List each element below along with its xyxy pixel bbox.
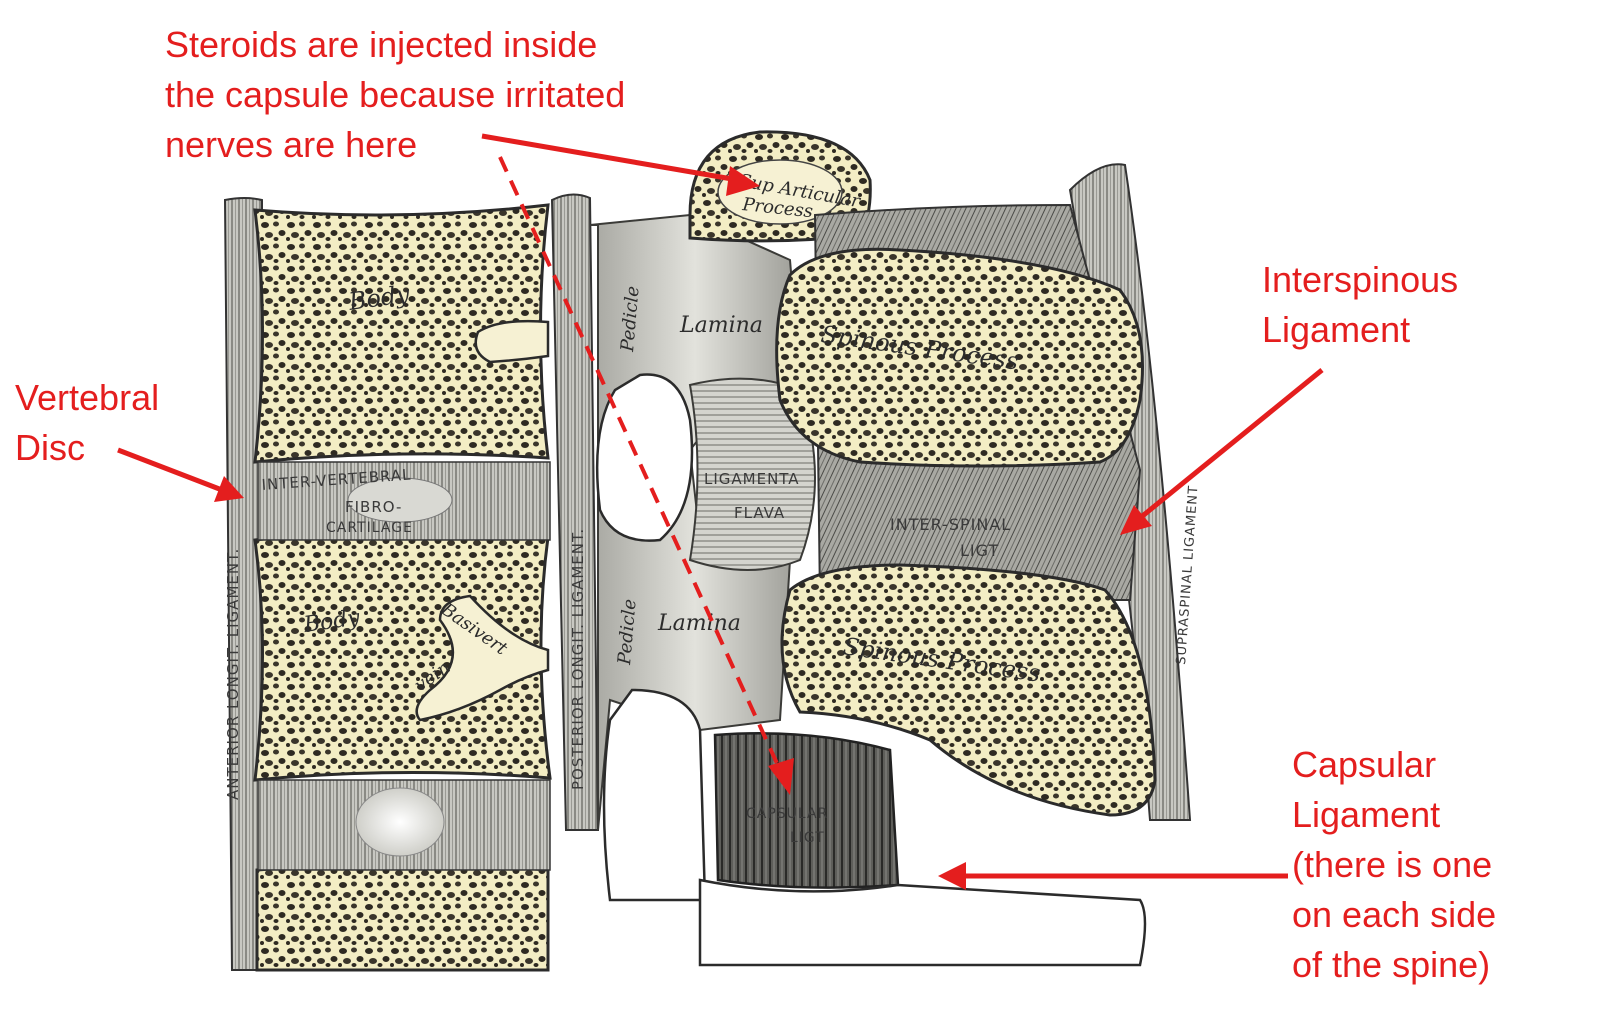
label-ligt: LIGT (960, 541, 999, 560)
annotation-interspinous-ligament: Interspinous Ligament (1262, 255, 1458, 355)
label-fibro: FIBRO- (345, 498, 402, 516)
annotation-vertebral-disc: Vertebral Disc (15, 373, 159, 473)
label-lamina-upper: Lamina (679, 313, 763, 338)
annotation-capsular-ligament: Capsular Ligament (there is one on each … (1292, 740, 1496, 990)
arrow-capsular-head (938, 862, 966, 890)
lower-articular-bone (700, 880, 1145, 965)
label-posterior-longit-ligament: POSTERIOR LONGIT. LIGAMENT. (569, 528, 587, 790)
label-cartilage: CARTILAGE (326, 520, 413, 536)
label-supraspinal-ligament: SUPRASPINAL LIGAMENT (1174, 485, 1202, 666)
intervertebral-foramen-lower (604, 690, 705, 900)
label-anterior-longit-ligament: ANTERIOR LONGIT. LIGAMENT. (224, 548, 242, 800)
label-inter-spinal: INTER-SPINAL (890, 515, 1011, 534)
label-flava: FLAVA (734, 504, 785, 522)
label-lamina-lower: Lamina (657, 611, 741, 636)
arrow-interspinous-line (1140, 370, 1322, 518)
label-capsular: CAPSULAR (746, 806, 828, 822)
basivertebral-notch-upper (476, 321, 548, 362)
disc-nucleus-lower (356, 788, 444, 856)
vertebral-body-bottom (257, 864, 548, 970)
annotation-steroids: Steroids are injected inside the capsule… (165, 20, 625, 170)
label-ligamenta: LIGAMENTA (704, 470, 800, 488)
label-capsular-ligt: LIGT (790, 830, 825, 846)
